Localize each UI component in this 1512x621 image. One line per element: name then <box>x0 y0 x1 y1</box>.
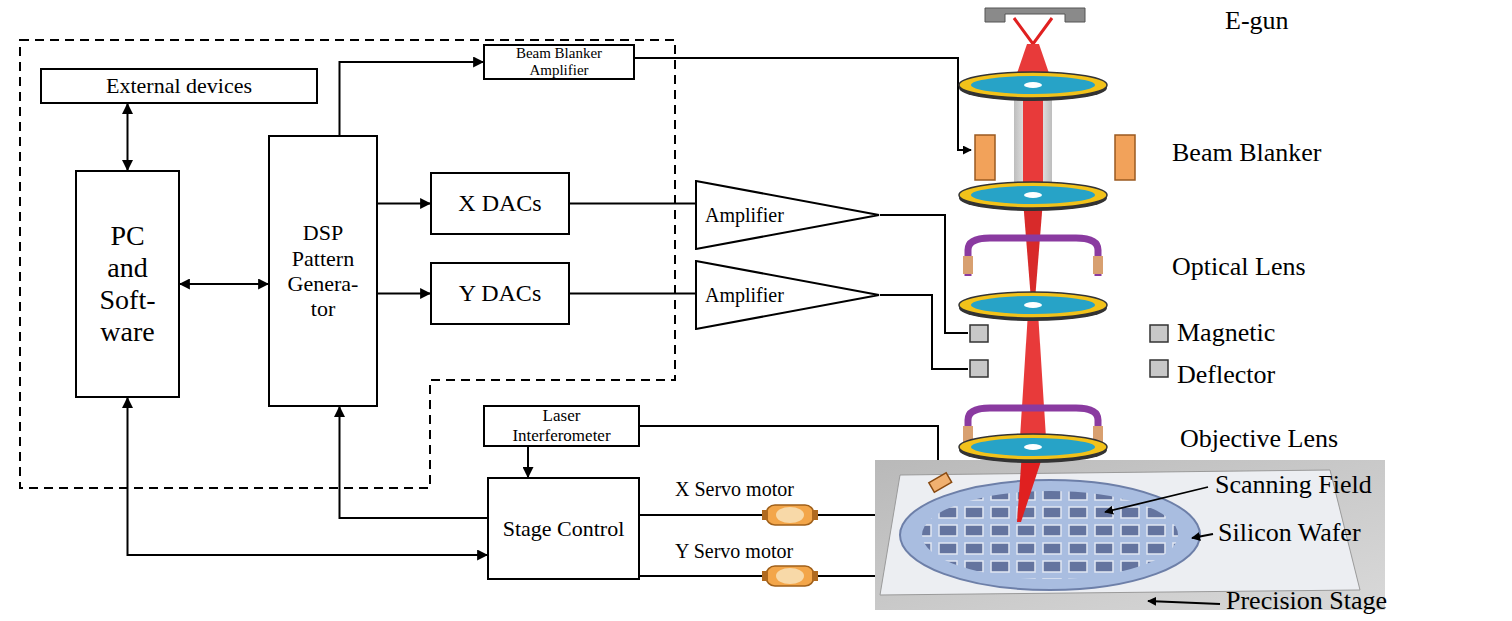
servo-motor <box>762 566 818 586</box>
signal-connector <box>128 398 488 555</box>
node-text: Amplifier <box>705 204 784 227</box>
lens-coil <box>968 238 1098 446</box>
pattern-generator-box: DSP Pattern Genera- tor <box>268 135 378 407</box>
signal-connector <box>378 203 430 205</box>
node-text: Laser Interferometer <box>493 406 630 445</box>
computer-box: PC and Soft- ware <box>75 170 180 398</box>
laser-mirror <box>929 473 952 493</box>
signal-connector <box>127 104 129 170</box>
lens-disc <box>959 72 1107 463</box>
beam-column <box>1014 88 1052 193</box>
servo-motor <box>762 505 818 525</box>
motor-label: Y Servo motor <box>675 540 793 563</box>
node-text: Stage Control <box>503 516 625 541</box>
leader-line <box>1105 487 1220 604</box>
node-text: Beam Blanker Amplifier <box>493 45 625 80</box>
part-label: Magnetic Deflector <box>1177 312 1317 396</box>
interferometer-box: Laser Interferometer <box>483 405 640 447</box>
node-text: Y DACs <box>459 280 541 308</box>
silicon-wafer <box>900 480 1200 590</box>
signal-connector <box>340 407 488 518</box>
amplifier-box: Beam Blanker Amplifier <box>483 44 635 80</box>
node-text: PC and Soft- ware <box>91 220 164 349</box>
node-text: DSP Pattern Genera- tor <box>278 220 368 321</box>
signal-connector <box>570 203 695 205</box>
part-label: Objective Lens <box>1180 424 1338 454</box>
electron-beam <box>1020 312 1046 438</box>
signal-connector <box>570 293 695 295</box>
motor-label: X Servo motor <box>675 478 794 501</box>
amplifier-triangle: Amplifier <box>695 260 880 330</box>
part-label: Optical Lens <box>1172 252 1306 282</box>
amplifier-triangle: Amplifier <box>695 180 880 250</box>
control-boundary <box>20 40 675 488</box>
node-text: X DACs <box>458 190 541 218</box>
beam-blanker-plate <box>975 135 1135 180</box>
e-gun <box>985 8 1085 44</box>
signal-connector <box>340 62 484 135</box>
dac-box: X DACs <box>430 172 570 235</box>
node-text: Amplifier <box>705 284 784 307</box>
part-label: Scanning Field <box>1215 470 1372 500</box>
device-box: External devices <box>40 68 318 104</box>
signal-connector <box>527 447 529 477</box>
part-label: E-gun <box>1225 6 1289 36</box>
node-text: External devices <box>106 73 252 98</box>
lens-coil-winding <box>963 256 1103 444</box>
part-label: Precision Stage <box>1226 586 1387 616</box>
signal-connector <box>378 293 430 295</box>
part-label: Silicon Wafer <box>1218 518 1361 548</box>
controller-box: Stage Control <box>487 477 640 580</box>
electron-beam <box>1023 88 1043 193</box>
electron-beam <box>1023 200 1043 300</box>
signal-connector <box>180 283 268 285</box>
dac-box: Y DACs <box>430 262 570 325</box>
part-label: Beam Blanker <box>1172 138 1321 168</box>
magnetic-deflector <box>970 325 1168 377</box>
